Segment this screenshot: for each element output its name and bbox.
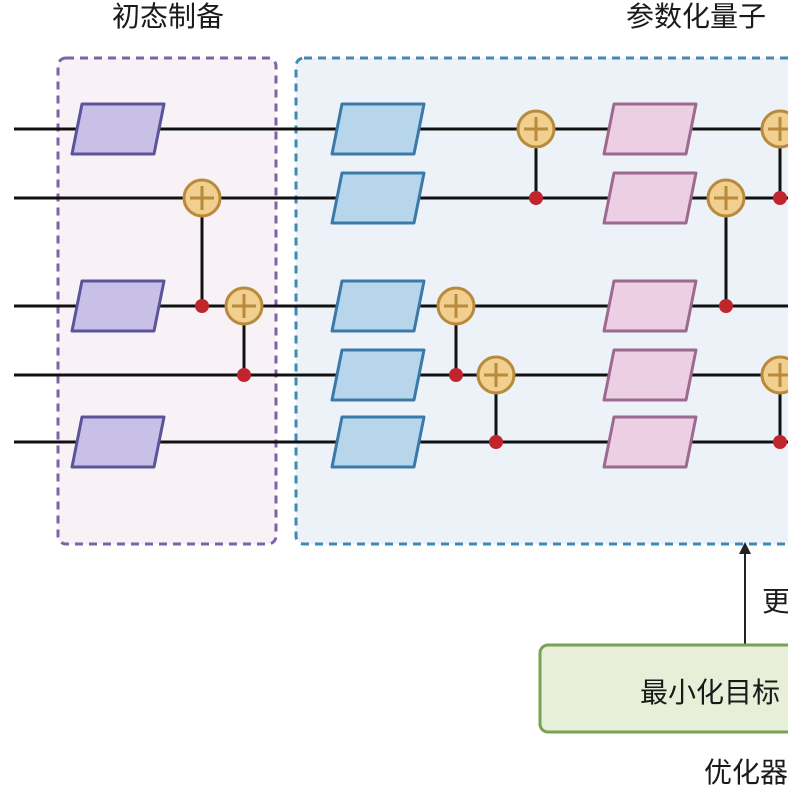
cnot-control-6 bbox=[719, 299, 733, 313]
update-label: 更 bbox=[762, 585, 788, 618]
init-gate-1 bbox=[70, 279, 166, 333]
cnot-control-3 bbox=[489, 435, 503, 449]
cnot-control-7 bbox=[773, 435, 787, 449]
init-gate-2 bbox=[70, 415, 166, 469]
cnot-gates bbox=[182, 109, 788, 449]
initial-state-label: 初态制备 bbox=[112, 0, 224, 33]
optimizer-label: 优化器 bbox=[704, 756, 788, 789]
cnot-control-5 bbox=[773, 191, 787, 205]
init-gate-0 bbox=[70, 102, 166, 156]
cnot-control-1 bbox=[195, 299, 209, 313]
single-qubit-gates bbox=[70, 102, 698, 469]
param-gate-6 bbox=[330, 348, 426, 402]
minimize-objective-label: 最小化目标 bbox=[640, 676, 780, 709]
pink-gate-8 bbox=[602, 102, 698, 156]
cnot-control-2 bbox=[529, 191, 543, 205]
parameterized-circuit-label: 参数化量子 bbox=[626, 0, 766, 33]
optimizer-box bbox=[538, 643, 788, 734]
pink-gate-12 bbox=[602, 415, 698, 469]
pink-gate-9 bbox=[602, 171, 698, 225]
pink-gate-10 bbox=[602, 279, 698, 333]
pink-gate-11 bbox=[602, 348, 698, 402]
cnot-control-0 bbox=[237, 368, 251, 382]
param-gate-3 bbox=[330, 102, 426, 156]
param-gate-7 bbox=[330, 415, 426, 469]
param-gate-5 bbox=[330, 279, 426, 333]
param-gate-4 bbox=[330, 171, 426, 225]
cnot-control-4 bbox=[449, 368, 463, 382]
